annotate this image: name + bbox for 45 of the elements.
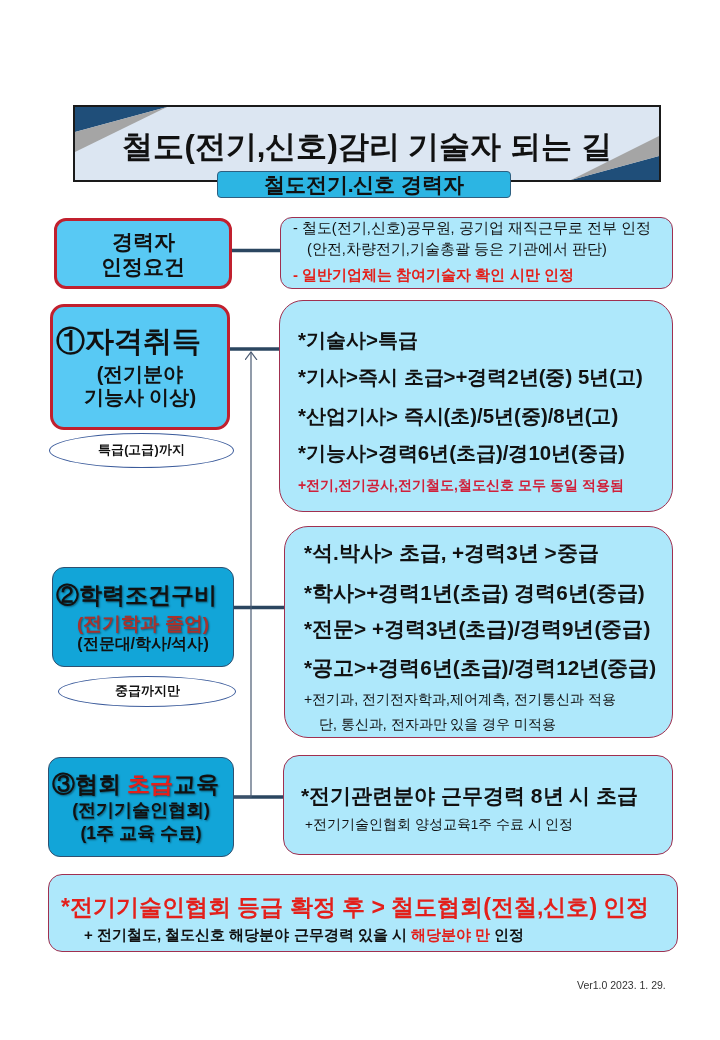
subheading: (전기분야 기능사 이상): [82, 362, 198, 409]
note-text: +전기,전기공사,전기철도,철도신호 모두 동일 적용됨: [298, 475, 624, 495]
subtitle-box: [217, 171, 511, 198]
category-box: [48, 757, 234, 857]
list-item: *학사>+경력1년(초급) 경력6년(중급): [304, 579, 645, 606]
summary-box: [48, 874, 678, 952]
list-item: *전기관련분야 근무경력 8년 시 초급: [301, 783, 639, 809]
subheading: (전기기술인협회): [71, 798, 211, 821]
heading: ②학력조건구비: [56, 581, 217, 610]
list-item: *산업기사> 즉시(초)/5년(중)/8년(고): [298, 404, 619, 429]
note-text: 특급(고급)까지: [97, 442, 186, 459]
list-item: *전문> +경력3년(초급)/경력9년(중급): [304, 616, 651, 642]
box-text: - 철도(전기,신호)공무원, 공기업 재직근무로 전부 인정 (안전,차량전기,기술총괄 등은 기관에서 판단): [293, 218, 652, 259]
version-date: Ver1.0 2023. 1. 29.: [577, 979, 666, 991]
arrow: [233, 351, 258, 798]
detail-box: [284, 526, 673, 738]
connector-line: [232, 248, 280, 253]
detail-box: [280, 217, 673, 289]
list-item: *기능사>경력6년(초급)/경10년(중급): [298, 440, 625, 466]
box-text: - 일반기업체는 참여기술자 확인 시만 인정: [293, 265, 574, 285]
connector-line: [234, 605, 284, 610]
subheading: (전기학과 졸업): [76, 613, 210, 635]
list-item: *기술사>특급: [298, 327, 418, 353]
title: 철도(전기,신호)감리 기술자 되는 길: [122, 129, 612, 165]
subtitle: 철도전기.신호 경력자: [262, 171, 466, 197]
category-box: [54, 218, 232, 289]
note-text: +전기기술인협회 양성교육1주 수료 시 인정: [305, 816, 574, 834]
detail-box: [279, 300, 673, 512]
heading: 경력자 인정요건: [100, 228, 186, 279]
heading: ③협회 초급교육: [52, 770, 220, 799]
connector-line: [234, 795, 283, 799]
heading: ①자격취득: [56, 324, 201, 359]
detail-box: [283, 755, 673, 855]
list-item: *공고>+경력6년(초급)/경력12년(중급): [304, 654, 657, 681]
note-text: 중급까지만: [113, 683, 181, 700]
summary-text: *전기기술인협회 등급 확정 후 > 철도협회(전철,신호) 인정: [61, 892, 650, 922]
list-item: *기사>즉시 초급>+경력2년(중) 5년(고): [298, 365, 643, 390]
note-text: +전기과, 전기전자학과,제어계측, 전기통신과 적용 단, 통신과, 전자과만 있을 경우 미적용: [304, 689, 617, 734]
connector-line: [230, 347, 279, 351]
list-item: *석.박사> 초급, +경력3년 >중급: [304, 540, 599, 566]
note-text: + 전기철도, 철도신호 해당분야 근무경력 있을 시 해당분야 만 인정: [84, 924, 525, 945]
subheading: (전문대/학사/석사): [76, 635, 210, 653]
subheading: (1주 교육 수료): [79, 821, 203, 844]
category-box: [52, 567, 234, 667]
category-box: [50, 304, 230, 430]
